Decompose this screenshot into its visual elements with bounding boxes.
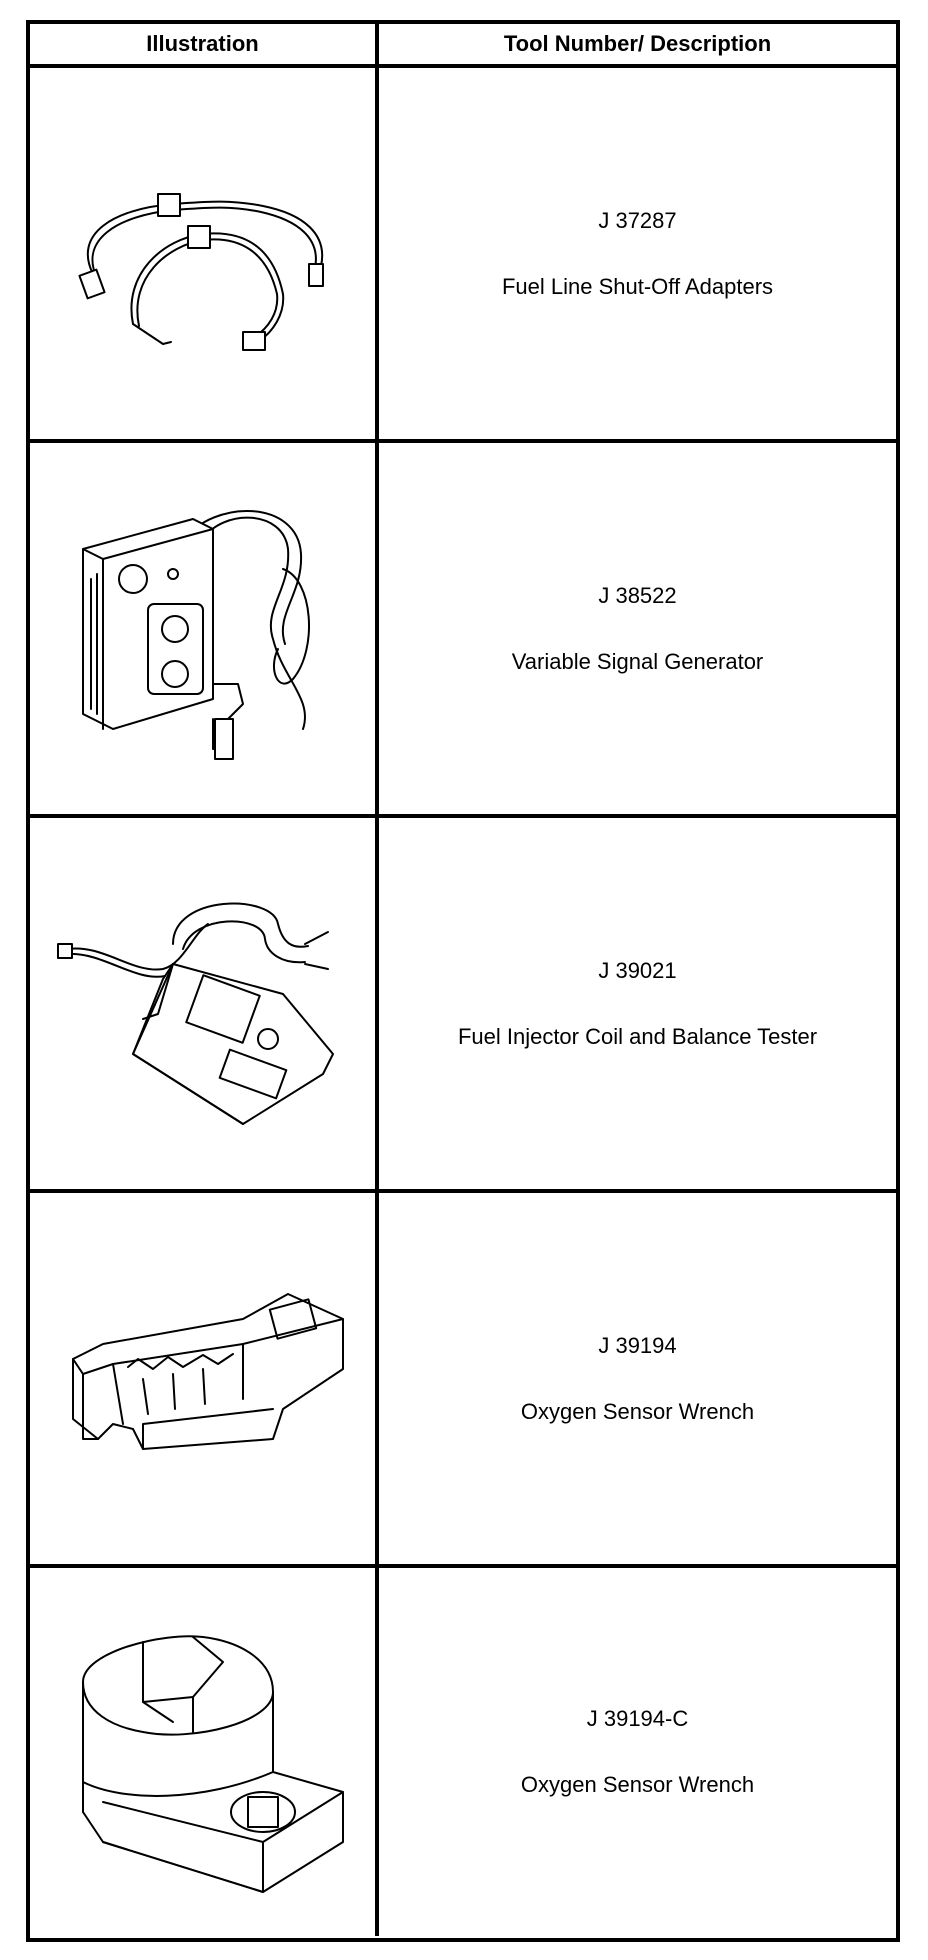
injector-tester-icon: [56, 902, 334, 1125]
tool-description: Fuel Injector Coil and Balance Tester: [457, 1023, 818, 1049]
tool-number: J 37287: [598, 207, 677, 233]
tool-description: Variable Signal Generator: [511, 648, 764, 674]
table-row: J 37287 Fuel Line Shut-Off Adapters: [30, 68, 896, 443]
illustration-cell: [30, 68, 379, 439]
illustration-cell: [30, 818, 379, 1189]
fuel-line-adapters-icon: [77, 192, 324, 351]
tool-description: Fuel Line Shut-Off Adapters: [501, 273, 774, 299]
oxygen-sensor-wrench-socket-icon: [81, 1635, 344, 1893]
table-row: J 39194-C Oxygen Sensor Wrench: [30, 1568, 896, 1936]
signal-generator-icon: [81, 509, 310, 760]
tool-description: Oxygen Sensor Wrench: [520, 1398, 755, 1424]
illustration-cell: [30, 1193, 379, 1564]
table-header: Illustration Tool Number/ Description: [30, 24, 896, 68]
illustration-cell: [30, 1568, 379, 1936]
description-column-header: Tool Number/ Description: [503, 31, 772, 56]
tool-number: J 39194-C: [586, 1706, 689, 1731]
tool-number: J 39021: [598, 957, 677, 983]
table-row: J 39194 Oxygen Sensor Wrench: [30, 1193, 896, 1568]
illustration-column-header: Illustration: [30, 24, 379, 64]
tool-number: J 39194: [598, 1332, 677, 1358]
tool-description-cell: J 37287 Fuel Line Shut-Off Adapters: [379, 68, 896, 439]
tool-number: J 38522: [598, 582, 677, 608]
tool-table: Illustration Tool Number/ Description J …: [26, 20, 900, 1942]
tool-description-cell: J 38522 Variable Signal Generator: [379, 443, 896, 814]
oxygen-sensor-wrench-icon: [71, 1292, 344, 1450]
illustration-cell: [30, 443, 379, 814]
table-row: J 39021 Fuel Injector Coil and Balance T…: [30, 818, 896, 1193]
tool-description-cell: J 39021 Fuel Injector Coil and Balance T…: [379, 818, 896, 1189]
tool-description-cell: J 39194-C Oxygen Sensor Wrench: [379, 1568, 896, 1936]
tool-description: Oxygen Sensor Wrench: [520, 1772, 755, 1797]
table-row: J 38522 Variable Signal Generator: [30, 443, 896, 818]
tool-description-cell: J 39194 Oxygen Sensor Wrench: [379, 1193, 896, 1564]
